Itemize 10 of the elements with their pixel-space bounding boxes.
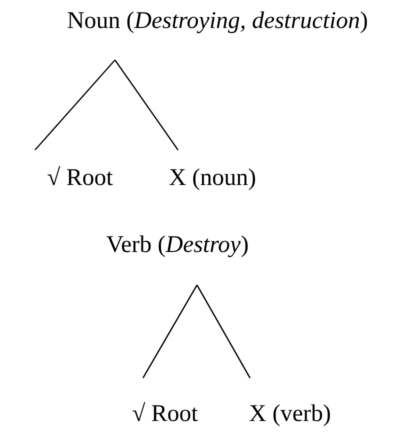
tree-leaf-label: √ Root [47, 165, 113, 192]
tree-leaf-label: X (verb) [249, 401, 331, 428]
tree-root-label: Noun (Destroying, destruction) [66, 8, 368, 35]
tree-branch-line [114, 60, 179, 150]
tree-root-label: Verb (Destroy) [106, 232, 249, 259]
tree-leaf-label: X (noun) [168, 165, 256, 192]
tree-leaf-label: √ Root [132, 401, 198, 428]
tree-branch-line [196, 284, 251, 378]
tree-branch-line [34, 60, 116, 150]
tree-branch-line [142, 284, 198, 378]
